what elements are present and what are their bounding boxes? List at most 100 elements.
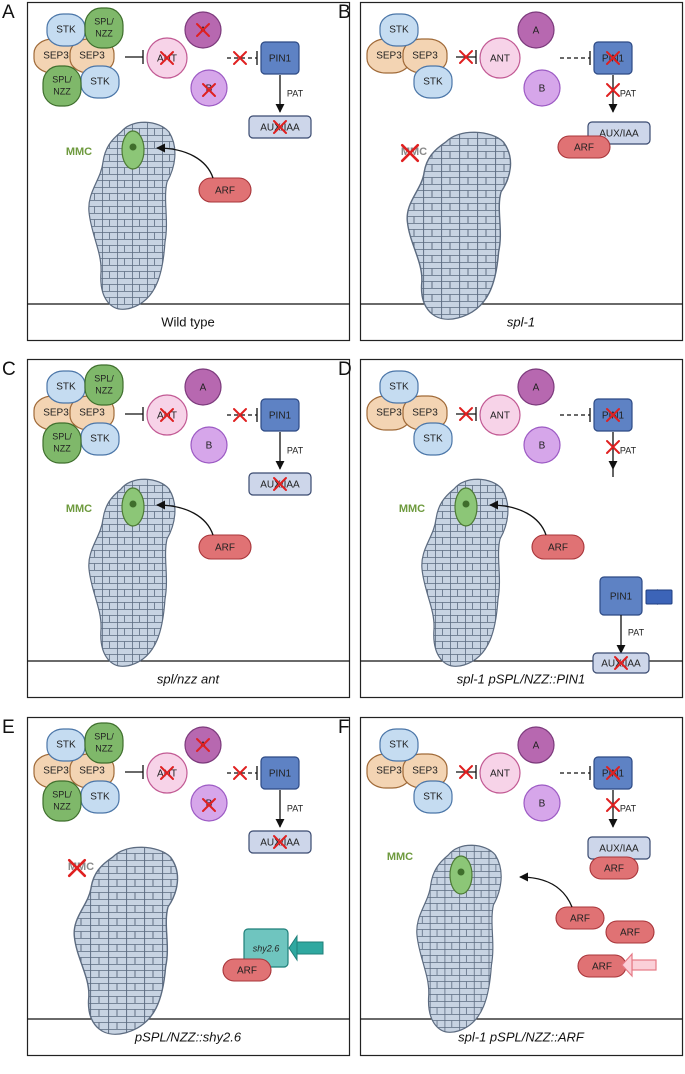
cross-mark-icon <box>202 83 216 97</box>
ovule <box>406 131 512 320</box>
shy26-arrow-shaft <box>296 941 324 955</box>
cross-mark-icon <box>233 408 247 422</box>
b-node-label: B <box>539 441 546 452</box>
spl-label-2: NZZ <box>95 743 113 753</box>
spl-label-3: SPL/ <box>52 74 72 84</box>
arf-node-4: ARF <box>577 954 627 978</box>
ant-node: ANT <box>479 37 521 79</box>
pin1-node-label: PIN1 <box>269 769 292 780</box>
stk-top: STK <box>46 728 86 762</box>
stk-top: STK <box>46 370 86 404</box>
spl-nzz-bottom: SPL/NZZ <box>42 780 82 822</box>
mmc-cell <box>454 487 478 527</box>
ovule-body <box>73 846 179 1035</box>
a-node-label: A <box>533 383 540 394</box>
pin1-extra-label: PIN1 <box>610 592 633 603</box>
spl-label-3: SPL/ <box>52 789 72 799</box>
stk-bottom-label: STK <box>90 77 110 88</box>
cross-mark-icon <box>196 738 210 752</box>
arf-to-mmc-arrow <box>156 143 214 179</box>
arf-node: ARF <box>198 534 252 560</box>
cross-mark-icon <box>233 766 247 780</box>
cross-mark-icon <box>160 766 174 780</box>
arf-node-4-label: ARF <box>592 962 612 973</box>
b-node: B <box>190 426 228 464</box>
b-node: B <box>190 784 228 822</box>
ant-node: ANT <box>479 394 521 436</box>
pin1-node-label: PIN1 <box>269 411 292 422</box>
sep3-right-label: SEP3 <box>412 51 438 62</box>
pin1-node-label: PIN1 <box>269 54 292 65</box>
cross-mark-icon <box>196 23 210 37</box>
mmc-nucleus <box>129 143 137 151</box>
mmc-label: MMC <box>66 503 92 515</box>
aux-iaa-node-label: AUX/IAA <box>599 129 639 140</box>
mmc-cell <box>121 487 145 527</box>
stk-bottom-label: STK <box>423 792 443 803</box>
spl-label-4: NZZ <box>53 443 71 453</box>
mmc-label: MMC <box>399 503 425 515</box>
panel-letter: E <box>2 717 15 738</box>
ant-node: ANT <box>479 752 521 794</box>
stk-bottom-label: STK <box>90 792 110 803</box>
panel-caption: pSPL/NZZ::shy2.6 <box>134 1029 242 1044</box>
cross-mark-icon <box>160 408 174 422</box>
arf-to-mmc-arrow <box>489 500 547 536</box>
b-node-label: B <box>539 84 546 95</box>
cross-mark-icon <box>606 798 620 812</box>
panel-letter: D <box>338 359 352 380</box>
spl-nzz-top: SPL/NZZ <box>84 722 124 764</box>
spl-label-1: SPL/ <box>94 16 114 26</box>
panel-caption: Wild type <box>161 314 214 329</box>
pat-label-2: PAT <box>628 627 645 637</box>
b-node: B <box>190 69 228 107</box>
arf-node: ARF <box>198 177 252 203</box>
a-node: A <box>517 726 555 764</box>
aux-iaa-node: AUX/IAA <box>587 836 651 860</box>
arf-arrow-shaft <box>631 959 657 971</box>
stk-top-label: STK <box>389 25 409 36</box>
mmc-cell <box>449 855 473 895</box>
panel-caption: spl-1 pSPL/NZZ::PIN1 <box>457 671 586 686</box>
panel-letter: A <box>2 2 15 23</box>
stk-top-label: STK <box>389 382 409 393</box>
arf-node-label: ARF <box>548 543 568 554</box>
aux-iaa-node-label: AUX/IAA <box>599 844 639 855</box>
a-node: A <box>517 11 555 49</box>
panel-caption: spl-1 pSPL/NZZ::ARF <box>458 1029 585 1044</box>
spl-label-2: NZZ <box>95 385 113 395</box>
cross-mark-icon <box>273 477 287 491</box>
spl-label-3: SPL/ <box>52 431 72 441</box>
stk-top: STK <box>379 13 419 47</box>
a-node-label: A <box>533 26 540 37</box>
cross-mark-icon <box>202 798 216 812</box>
stk-top: STK <box>379 370 419 404</box>
ovule-body <box>406 131 512 320</box>
stk-top-label: STK <box>56 740 76 751</box>
stk-bottom: STK <box>413 65 453 99</box>
cross-mark-icon <box>606 51 620 65</box>
b-node: B <box>523 69 561 107</box>
cross-mark-icon <box>273 835 287 849</box>
cross-mark-icon <box>459 407 473 421</box>
panel-letter: F <box>338 717 350 738</box>
arf-node-2-label: ARF <box>570 914 590 925</box>
arf-node-3-label: ARF <box>620 928 640 939</box>
pin1-arrow-shaft <box>645 589 673 605</box>
spl-label-1: SPL/ <box>94 373 114 383</box>
mmc-label: MMC <box>387 851 413 863</box>
stk-bottom-label: STK <box>423 434 443 445</box>
arf-node-label: ARF <box>574 143 594 154</box>
pin1-extra: PIN1 <box>599 576 643 616</box>
